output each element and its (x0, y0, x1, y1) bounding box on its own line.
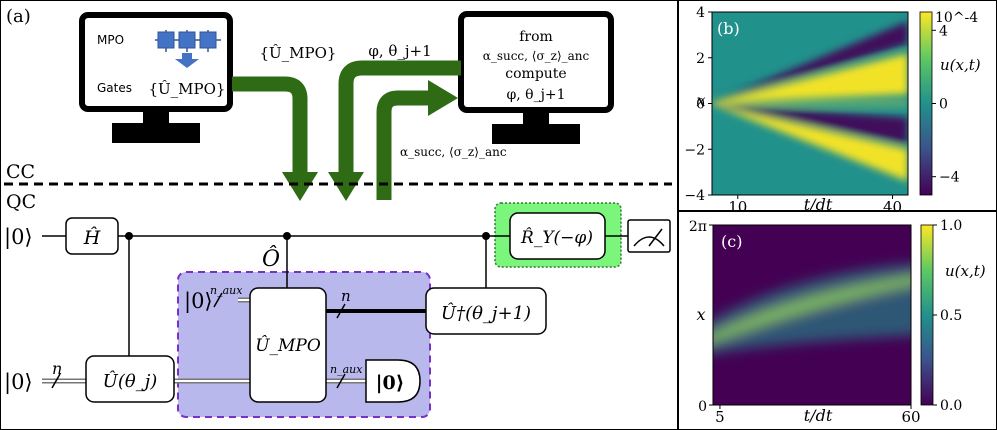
heatmap-c-colorbar (920, 224, 934, 406)
ket-ancilla: |0⟩ (4, 225, 33, 250)
arrow-label-umpo: {Û_MPO} (260, 44, 337, 62)
circuit-wires (42, 235, 628, 389)
svg-text:|0⟩: |0⟩ (376, 372, 405, 394)
heatmap-b-lobe-lower-positive (712, 104, 908, 182)
monitor-left: MPO Gates {Û_MPO} (79, 12, 233, 143)
heatmap-c-axes-frame (712, 224, 912, 406)
arrowhead-umpo (282, 172, 318, 201)
panel-a-label: (a) (6, 6, 31, 27)
monitor-right-line4: φ, θ_j+1 (506, 87, 565, 103)
arrow-down-icon (175, 53, 199, 68)
heatmap-c-ylabel: x (696, 305, 705, 324)
heatmap-b-ytick-label: −4 (684, 188, 705, 204)
heatmap-b-ytick-label: 0 (696, 97, 705, 113)
arrow-measure-path (376, 90, 432, 200)
monitor-right-line3: compute (505, 66, 566, 82)
heatmap-c-colorbar-tick-label: 0.5 (940, 308, 962, 324)
heatmap-b-ytick-label: 2 (696, 51, 705, 67)
arrow-umpo-path (232, 76, 308, 175)
monitor-left-mpo-label: MPO (97, 33, 124, 47)
cc-label: CC (6, 161, 35, 183)
panel-c-label: (c) (721, 232, 742, 251)
heatmap-b-lobe-lower-negative (712, 104, 908, 145)
heatmap-b-colorbar-ticks: 4 0 −4 (932, 23, 960, 186)
qc-label: QC (6, 191, 36, 213)
observable-label: Ô (262, 245, 280, 272)
heatmap-b-lobe-upper-negative (712, 21, 908, 103)
heatmap-b-colorbar-tick-label: 4 (939, 23, 948, 39)
gate-u-dagger: Û†(θ_j+1) (425, 287, 547, 335)
heatmap-b-lobe-upper-positive (712, 53, 908, 103)
svg-text:Û†(θ_j+1): Û†(θ_j+1) (441, 301, 531, 324)
arrow-params-path (338, 60, 461, 175)
monitor-right-base (492, 124, 580, 144)
panel-c: (c) 5 60 0 2π t/dt x 1.0 0.5 0.0 u(x,t) (678, 211, 997, 430)
heatmap-c-ytick-label: 2π (689, 219, 707, 235)
arrow-label-alpha-sigma: α_succ, ⟨σ_z⟩_anc (400, 145, 507, 159)
heatmap-b-xlabel: t/dt (804, 195, 833, 214)
ket-aux: |0⟩ (184, 289, 213, 314)
register-size-label: n (52, 359, 62, 378)
monitor-right-neck (523, 110, 549, 124)
green-arrowheads (282, 80, 458, 201)
heatmap-b-xtick-label: 40 (883, 198, 902, 216)
heatmap-b-colorbar-exponent: 10^-4 (935, 10, 978, 26)
ket-register: |0⟩ (4, 370, 33, 395)
panel-b-label: (b) (717, 19, 740, 38)
measurement-icon (627, 219, 671, 253)
heatmap-c-colorbar-label: u(x,t) (945, 262, 986, 280)
svg-text:Ĥ: Ĥ (83, 226, 101, 249)
gate-ry: R̂_Y(−φ) (509, 212, 606, 260)
heatmap-b-colorbar (919, 11, 933, 196)
heatmap-c-ticks: 5 60 0 2π (689, 219, 921, 426)
monitor-right-line1: from (519, 29, 553, 45)
gate-u-mpo: Û_MPO (249, 287, 327, 403)
heatmap-c-colorbar-ticks: 1.0 0.5 0.0 (933, 218, 962, 414)
panel-a: (a) MPO Gates {Û_MPO} (0, 0, 678, 430)
heatmap-b-xtick-label: 10 (728, 198, 747, 216)
heatmap-b-ytick-label: −2 (684, 142, 705, 158)
gate-u-theta-j: Û(θ_j) (85, 355, 175, 403)
gate-hadamard: Ĥ (65, 217, 119, 255)
heatmap-b-colorbar-tick-label: 0 (939, 97, 948, 113)
heatmap-c-colorbar-tick-label: 1.0 (940, 218, 962, 234)
heatmap-c (712, 224, 912, 406)
green-arrows (232, 60, 461, 200)
heatmap-b-ylabel: x (696, 91, 705, 110)
arrow-label-phi-theta: φ, θ_j+1 (368, 42, 431, 60)
heatmap-c-ytick-label: 0 (698, 399, 707, 415)
control-dots (125, 232, 490, 240)
aux-output-size-label: n_aux (330, 363, 363, 376)
arrowhead-params (328, 172, 364, 201)
monitor-right: from α_succ, ⟨σ_z⟩_anc compute φ, θ_j+1 (458, 11, 614, 144)
svg-text:Û_MPO: Û_MPO (255, 335, 321, 356)
heatmap-c-xtick-label: 60 (901, 408, 920, 426)
arrowhead-measure (428, 80, 458, 116)
mpo-tensor-network (155, 30, 221, 52)
aux-size-label: n_aux (210, 284, 243, 297)
svg-text:Û(θ_j): Û(θ_j) (103, 369, 158, 392)
svg-text:R̂_Y(−φ): R̂_Y(−φ) (520, 228, 593, 248)
heatmap-b-ytick-label: 4 (696, 5, 705, 21)
heatmap-c-band-halo (713, 263, 911, 354)
monitor-left-base (112, 123, 200, 143)
heatmap-b (711, 11, 909, 196)
gate-postselect: |0⟩ (365, 359, 421, 403)
monitor-left-gate-set: {Û_MPO} (149, 80, 226, 98)
heatmap-b-colorbar-tick-label: −4 (939, 170, 960, 186)
output-size-label: n (341, 287, 351, 305)
monitor-right-line2: α_succ, ⟨σ_z⟩_anc (483, 49, 590, 63)
heatmap-c-xlabel: t/dt (804, 406, 833, 425)
monitor-left-neck (143, 109, 169, 123)
monitor-left-gates-label: Gates (97, 81, 132, 95)
heatmap-b-colorbar-label: u(x,t) (940, 56, 981, 74)
heatmap-c-colorbar-tick-label: 0.0 (940, 398, 962, 414)
heatmap-c-xtick-label: 5 (715, 408, 725, 426)
